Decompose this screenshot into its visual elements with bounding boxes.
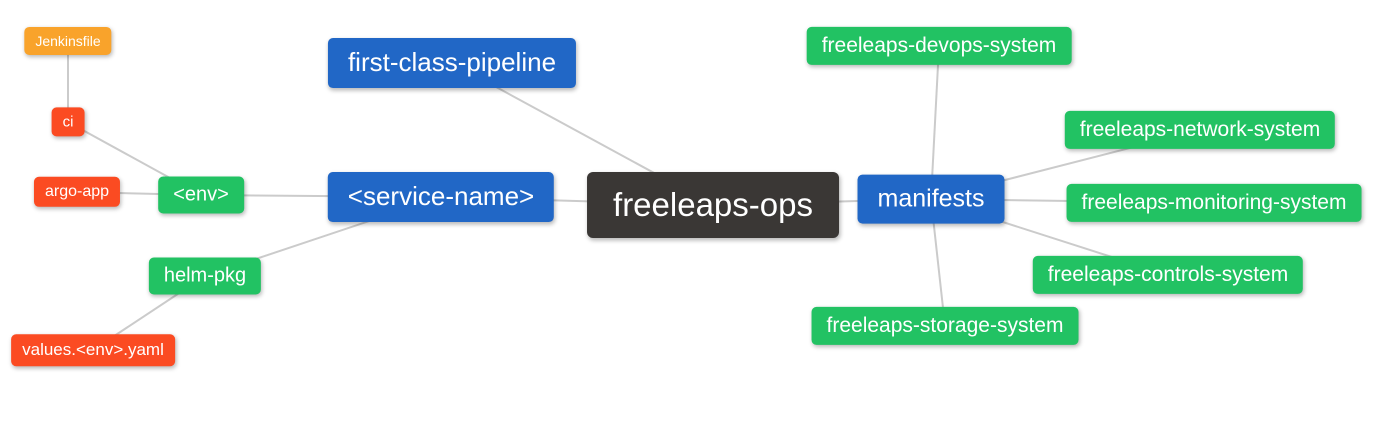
node-service-name[interactable]: <service-name> bbox=[327, 172, 555, 222]
node-manifests[interactable]: manifests bbox=[857, 174, 1005, 224]
node-argo-app[interactable]: argo-app bbox=[33, 176, 121, 208]
node-freeleaps-ops[interactable]: freeleaps-ops bbox=[587, 172, 839, 238]
node-controls-system[interactable]: freeleaps-controls-system bbox=[1032, 255, 1304, 295]
edge-manifests--devops-system bbox=[930, 45, 940, 200]
node-first-class-pipeline[interactable]: first-class-pipeline bbox=[327, 38, 577, 88]
node-network-system[interactable]: freeleaps-network-system bbox=[1064, 110, 1336, 150]
node-jenkinsfile[interactable]: Jenkinsfile bbox=[24, 26, 112, 56]
node-monitoring-system[interactable]: freeleaps-monitoring-system bbox=[1066, 183, 1362, 223]
node-env[interactable]: <env> bbox=[158, 176, 244, 214]
node-helm-pkg[interactable]: helm-pkg bbox=[148, 257, 262, 295]
node-storage-system[interactable]: freeleaps-storage-system bbox=[811, 306, 1079, 346]
node-ci[interactable]: ci bbox=[51, 107, 85, 137]
node-values-env-yaml[interactable]: values.<env>.yaml bbox=[11, 334, 175, 366]
node-devops-system[interactable]: freeleaps-devops-system bbox=[806, 26, 1072, 66]
